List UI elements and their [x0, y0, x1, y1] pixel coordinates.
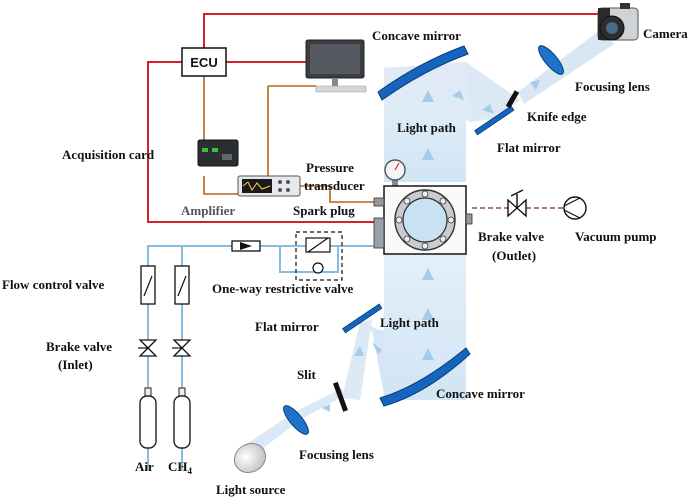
pressure-transducer-label-line2: transducer — [304, 178, 365, 193]
vacuum-pump-icon — [563, 196, 587, 220]
flat-mirror-top-icon — [474, 105, 515, 136]
flat-mirror-top-label: Flat mirror — [497, 140, 561, 155]
light-path-top-label: Light path — [397, 120, 457, 135]
flat-mirror-bottom-label: Flat mirror — [255, 319, 319, 334]
brake-valve-inlet-label-line1: Brake valve — [46, 339, 112, 354]
one-way-restrictive-valve-label: One-way restrictive valve — [212, 281, 353, 296]
camera-label: Camera — [643, 26, 688, 41]
computer-icon — [305, 39, 367, 93]
amplifier-icon — [237, 175, 301, 197]
slit-label: Slit — [297, 367, 316, 382]
concave-mirror-top-label: Concave mirror — [372, 28, 461, 43]
data-lines — [203, 76, 384, 203]
flow-control-valve-label: Flow control valve — [2, 277, 105, 292]
brake-valve-inlet-ch4-icon — [172, 339, 192, 357]
brake-valve-outlet-label-line2: (Outlet) — [492, 248, 536, 263]
ecu-signal-lines — [147, 13, 600, 223]
concave-mirror-bottom-label: Concave mirror — [436, 386, 525, 401]
focusing-lens-top-icon — [538, 45, 564, 75]
beam-arrow — [422, 308, 434, 320]
beam-arrow — [422, 148, 434, 160]
beam-arrow — [530, 80, 540, 90]
flow-control-valve-air-icon — [140, 265, 156, 305]
slit-icon — [332, 381, 348, 412]
flow-control-valve-ch4-icon — [174, 265, 190, 305]
pressure-transducer-label-line1: Pressure — [306, 160, 354, 175]
concave-mirror-top-icon — [377, 45, 469, 101]
ch4-label-main: CH — [168, 459, 188, 474]
focusing-lens-bottom-label: Focusing lens — [299, 447, 374, 462]
light-source-icon — [233, 442, 267, 474]
ecu-box: ECU — [181, 47, 227, 77]
air-label: Air — [135, 459, 154, 474]
concave-mirror-bottom-icon — [379, 347, 471, 407]
ecu-label: ECU — [190, 55, 217, 70]
beam-arrow — [452, 90, 464, 100]
beam-arrow — [482, 104, 494, 114]
knife-edge-label: Knife edge — [527, 109, 587, 124]
labels: Concave mirror Camera Focusing lens Knif… — [2, 26, 688, 497]
spark-plug-label: Spark plug — [293, 203, 355, 218]
beam-arrow — [422, 90, 434, 102]
ch4-cylinder-icon — [173, 387, 191, 449]
flat-mirror-bottom-icon — [342, 303, 383, 334]
camera-icon — [597, 3, 639, 41]
amplifier-label: Amplifier — [181, 203, 235, 218]
focusing-lens-top-label: Focusing lens — [575, 79, 650, 94]
beam-arrows — [322, 80, 540, 412]
beam-arrow — [422, 348, 434, 360]
one-way-restrictive-valve-icon — [295, 231, 343, 281]
knife-edge-icon — [505, 90, 520, 109]
check-valve-icon — [231, 240, 261, 252]
brake-valve-inlet-label-line2: (Inlet) — [58, 357, 93, 372]
ch4-label: CH4 — [168, 459, 193, 476]
light-path-bottom-label: Light path — [380, 315, 440, 330]
focusing-lens-bottom-icon — [283, 405, 309, 435]
combustion-chamber — [373, 185, 473, 255]
air-cylinder-icon — [139, 387, 157, 449]
ch4-label-subscript: 4 — [188, 466, 193, 476]
beam-arrow — [422, 268, 434, 280]
light-source-label: Light source — [216, 482, 286, 497]
beam-arrow — [372, 342, 382, 354]
pressure-gauge-icon — [384, 159, 406, 188]
brake-valve-inlet-air-icon — [138, 339, 158, 357]
brake-valve-outlet-icon — [507, 189, 527, 218]
acquisition-card-label: Acquisition card — [62, 147, 155, 162]
vacuum-pump-label: Vacuum pump — [575, 229, 657, 244]
brake-valve-outlet-label-line1: Brake valve — [478, 229, 544, 244]
beam-arrow — [354, 346, 364, 356]
acquisition-card-icon — [197, 139, 239, 167]
beam-arrow — [322, 404, 330, 412]
